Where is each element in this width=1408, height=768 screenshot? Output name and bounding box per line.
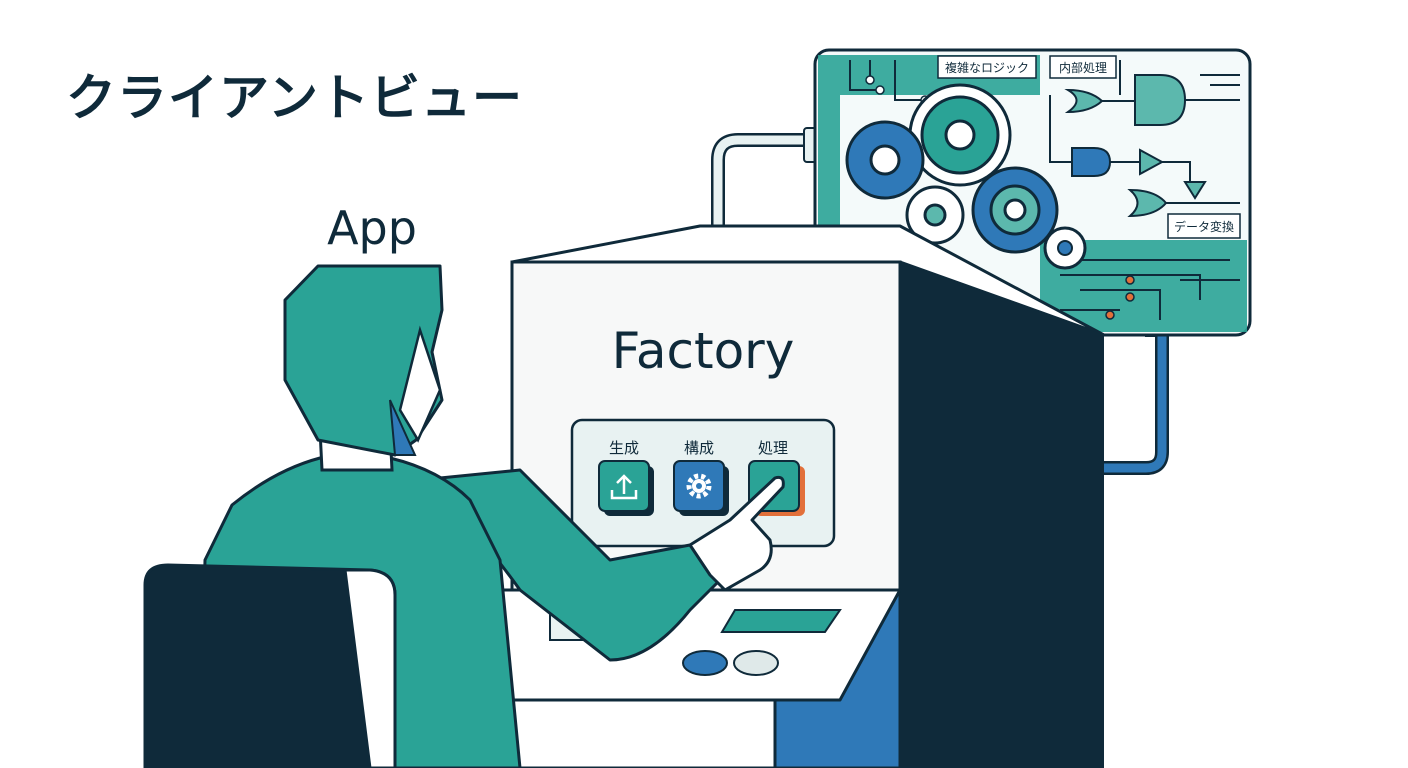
gear-icon [686, 473, 712, 499]
configure-button[interactable]: 構成 [673, 439, 729, 516]
factory-label: Factory [612, 322, 795, 380]
gear-cluster [845, 83, 1087, 270]
label-internal-processing: 内部処理 [1059, 60, 1107, 75]
generate-button[interactable]: 生成 [598, 439, 654, 516]
upload-icon [610, 474, 638, 500]
generate-button-label: 生成 [609, 439, 639, 457]
page-title: クライアントビュー [66, 69, 523, 127]
process-button-label: 処理 [758, 439, 788, 457]
factory-machine [468, 224, 1106, 768]
label-data-conversion: データ変換 [1174, 219, 1234, 234]
app-label: App [327, 201, 417, 255]
configure-button-label: 構成 [684, 439, 714, 457]
user-figure [143, 264, 785, 768]
label-complex-logic: 複雑なロジック [945, 60, 1029, 75]
